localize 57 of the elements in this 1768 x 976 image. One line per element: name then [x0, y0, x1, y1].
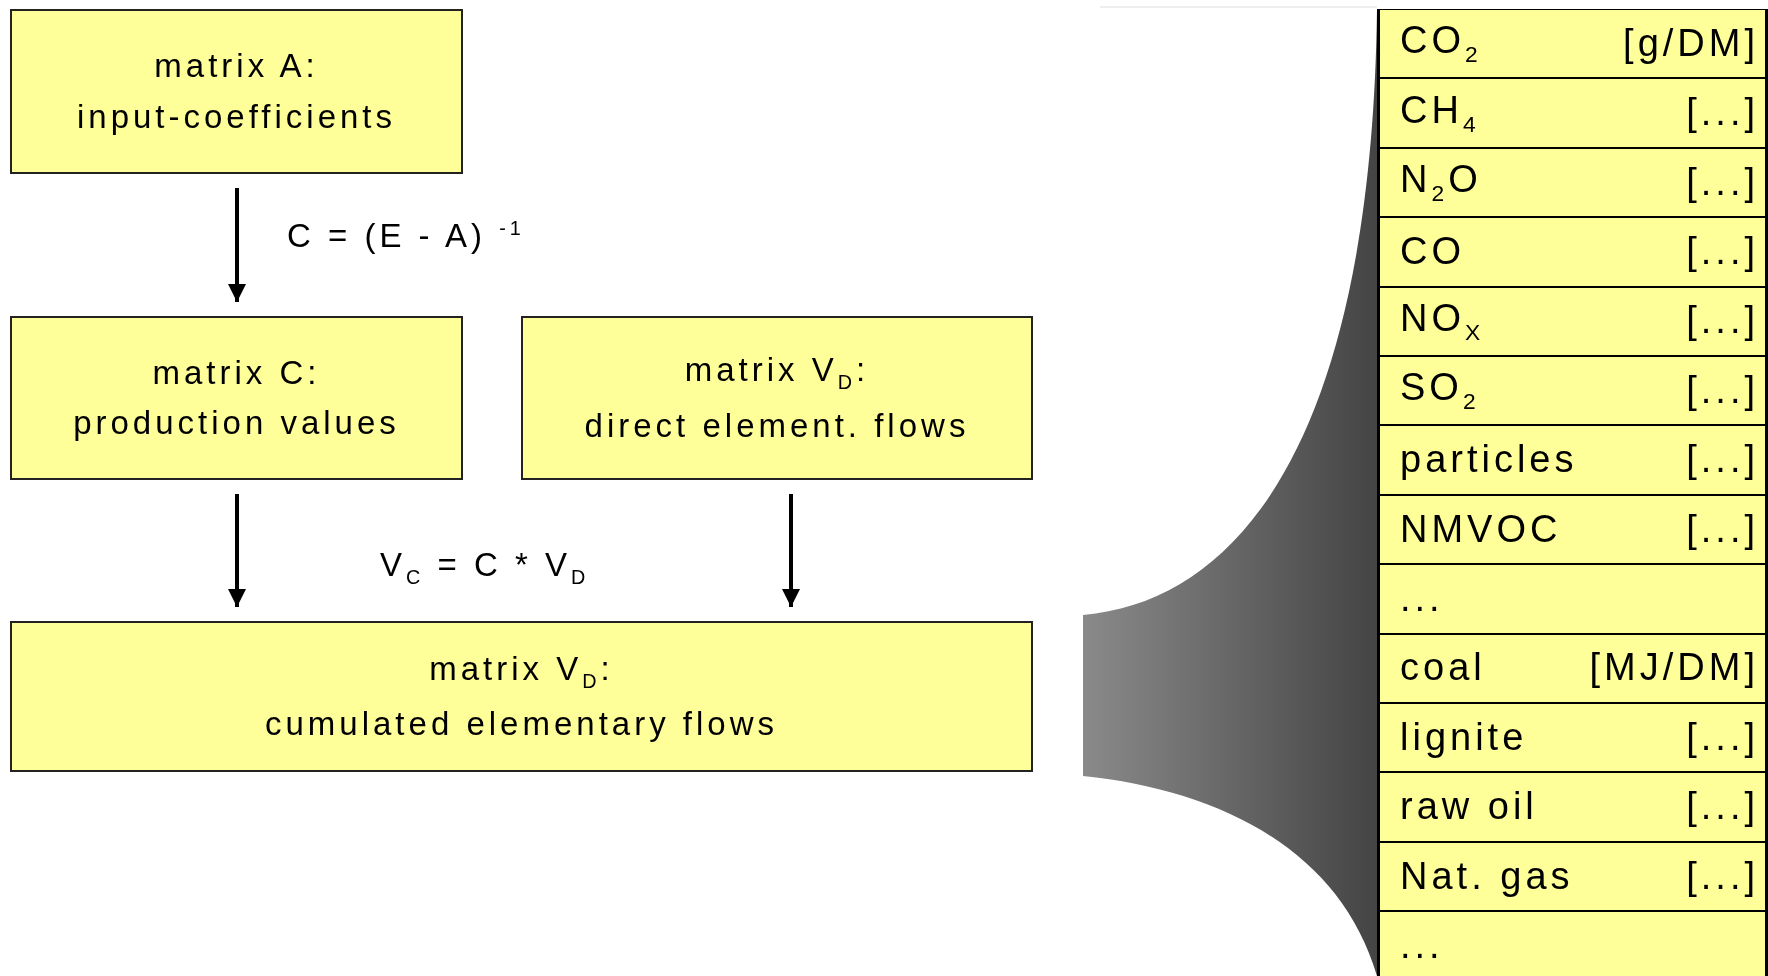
list-row — [1377, 841, 1768, 912]
arrow — [228, 494, 246, 607]
box-heading: matrix A: — [154, 48, 319, 85]
row-name: CH$_{4}$ — [1400, 89, 1480, 137]
row-name: CO$_{2}$ — [1400, 20, 1482, 67]
row-unit: [...] — [1686, 369, 1759, 412]
row-name: N$_{2}$O — [1400, 159, 1482, 206]
list-row — [1377, 217, 1768, 287]
row-name: NO$_{X}$ — [1400, 297, 1485, 345]
row-name: ... — [1400, 925, 1444, 967]
list-row — [1377, 78, 1768, 148]
list-row — [1377, 356, 1768, 426]
row-unit: [...] — [1686, 508, 1759, 551]
row-unit: [MJ/DM] — [1589, 647, 1759, 690]
list-row — [1377, 911, 1768, 976]
list-row — [1377, 9, 1768, 79]
list-row — [1377, 633, 1768, 703]
list-row — [1377, 147, 1768, 218]
list-row — [1377, 703, 1768, 773]
formula-label: C = (E - A) $^{-1}$ — [287, 216, 525, 256]
row-unit: [...] — [1686, 786, 1759, 828]
row-unit: [...] — [1686, 300, 1759, 343]
list-row — [1377, 286, 1768, 356]
row-name: CO — [1400, 231, 1465, 273]
matrix-box — [521, 316, 1033, 480]
row-unit: [...] — [1686, 716, 1759, 759]
row-unit: [...] — [1686, 439, 1759, 481]
row-unit: [...] — [1686, 231, 1759, 273]
arrow — [228, 188, 246, 302]
row-name: SO$_{2}$ — [1400, 367, 1480, 414]
box-text: cumulated elementary flows — [265, 706, 778, 743]
row-unit: [...] — [1686, 92, 1759, 134]
row-name: raw oil — [1400, 786, 1538, 828]
row-name: particles — [1400, 439, 1578, 481]
row-name: lignite — [1400, 716, 1528, 759]
box-heading: matrix V$_{D}$: — [429, 650, 614, 693]
row-unit: [g/DM] — [1623, 22, 1759, 65]
list-row — [1377, 772, 1768, 842]
matrix-box — [10, 316, 463, 480]
matrix-box — [10, 9, 463, 174]
row-name: Nat. gas — [1400, 855, 1574, 898]
list-row — [1377, 494, 1768, 565]
box-heading: matrix V$_{D}$: — [684, 352, 870, 394]
row-unit: [...] — [1686, 855, 1759, 898]
box-heading: matrix C: — [152, 354, 321, 391]
arrow — [782, 494, 800, 607]
row-name: ... — [1400, 578, 1444, 620]
matrix-box — [10, 621, 1033, 772]
row-name: NMVOC — [1400, 508, 1562, 551]
box-text: production values — [73, 405, 400, 442]
box-text: direct element. flows — [584, 407, 970, 444]
list-row — [1377, 425, 1768, 495]
list-row — [1377, 564, 1768, 634]
box-text: input-coefficients — [76, 98, 396, 135]
row-unit: [...] — [1686, 161, 1759, 204]
formula-label: V$_{C}$ = C * V$_{D}$ — [380, 545, 590, 590]
row-name: coal — [1400, 647, 1486, 690]
